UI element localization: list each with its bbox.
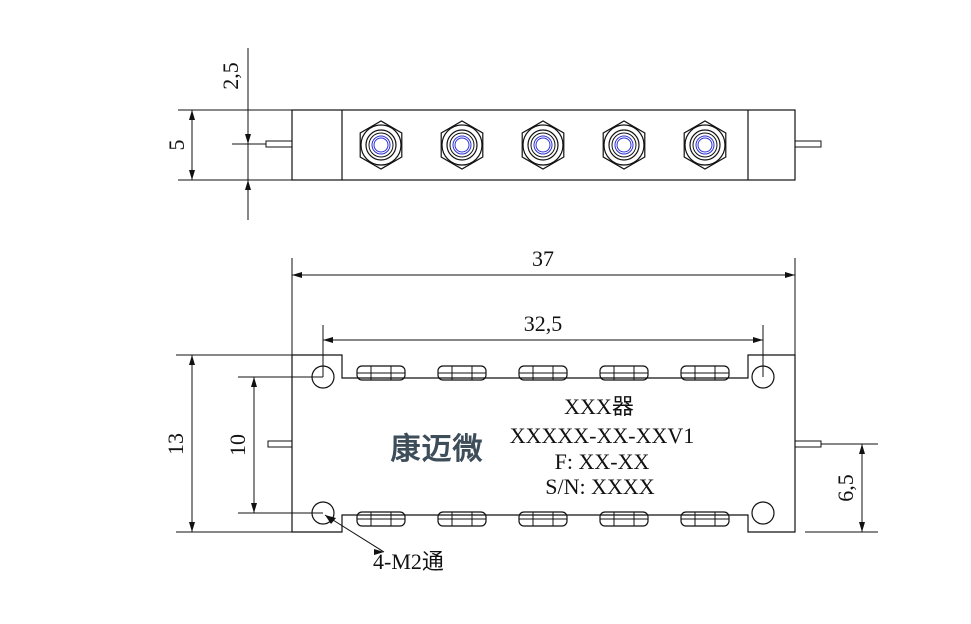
marking-line-4: S/N: XXXX [545, 474, 655, 499]
connector-3 [521, 120, 565, 170]
top-dim-height-label: 5 [164, 140, 189, 151]
hole-callout-leader [324, 514, 385, 553]
side-nut-top-5 [680, 365, 730, 381]
side-nut-bottom-1 [356, 511, 406, 527]
front-view-body [291, 354, 796, 533]
top-view: 2,5 5 [164, 48, 822, 220]
connector-5 [683, 120, 727, 170]
front-view-pin-right [794, 440, 822, 448]
mounting-hole-bottom-right [751, 501, 775, 525]
side-nut-top-3 [518, 365, 568, 381]
connector-4 [602, 120, 646, 170]
hole-callout-label: 4-M2通 [373, 549, 444, 574]
marking-line-1: XXX器 [564, 394, 634, 419]
side-nut-bottom-3 [518, 511, 568, 527]
side-nut-top-2 [437, 365, 487, 381]
marking-line-3: F: XX-XX [555, 449, 650, 474]
front-view-nuts [356, 365, 730, 527]
top-view-pin-right [794, 140, 822, 148]
dim-325-label: 32,5 [524, 311, 563, 336]
marking-line-2: XXXXX-XX-XXV1 [510, 423, 695, 448]
side-nut-top-4 [599, 365, 649, 381]
dim-37-label: 37 [532, 246, 554, 271]
front-view-pin-left [267, 440, 293, 448]
brand-logo-text: 康迈微 [391, 432, 484, 467]
dim-13-label: 13 [163, 433, 188, 455]
dim-10-label: 10 [225, 434, 250, 456]
side-nut-top-1 [356, 365, 406, 381]
top-view-pin-left [265, 140, 293, 148]
side-nut-bottom-4 [599, 511, 649, 527]
connector-2 [440, 120, 484, 170]
hole-callout-arrowhead [325, 515, 336, 524]
top-view-connectors [359, 120, 727, 170]
top-dim-gap-label: 2,5 [218, 62, 243, 90]
side-nut-bottom-2 [437, 511, 487, 527]
side-nut-bottom-5 [680, 511, 730, 527]
dim-65-label: 6,5 [833, 474, 858, 502]
front-view: 37 32,5 13 10 6,5 4-M2通 康迈微 XXX器 XXXXX-X… [163, 246, 878, 574]
connector-1 [359, 120, 403, 170]
